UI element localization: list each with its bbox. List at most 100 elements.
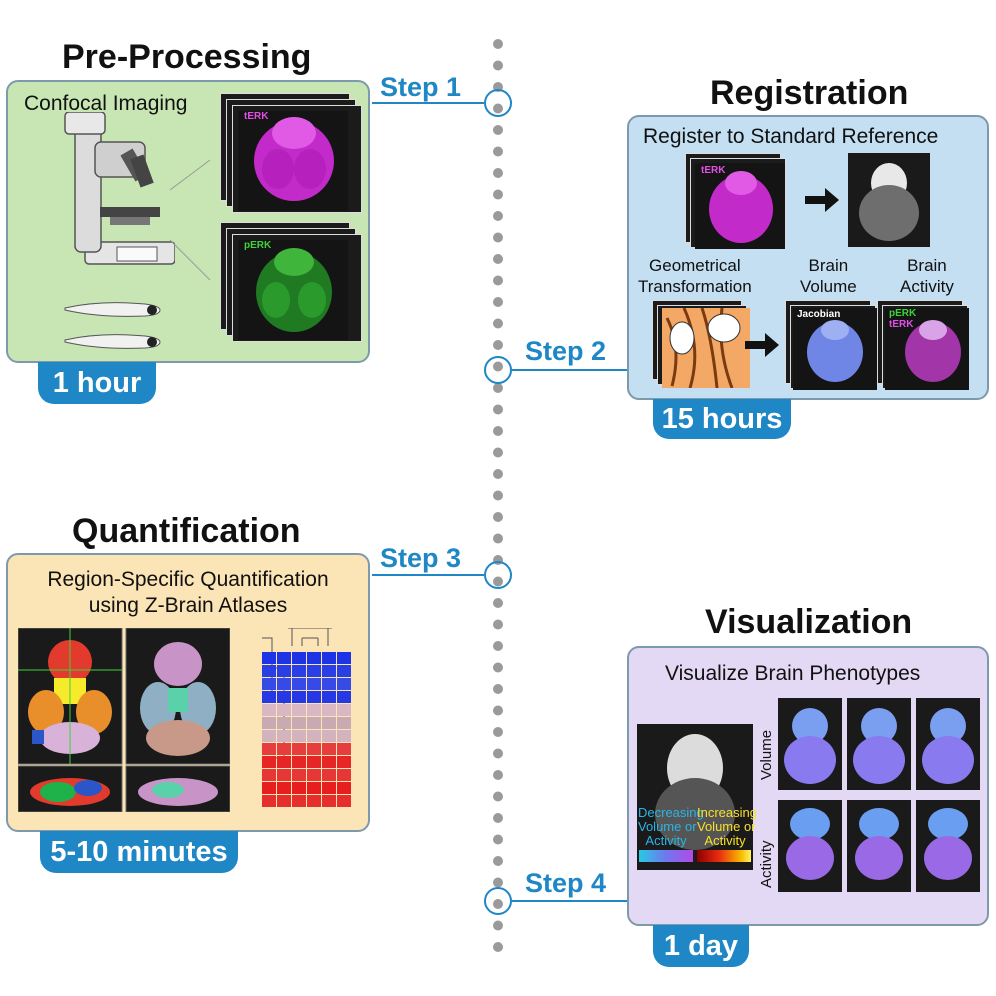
activity-row [778,800,980,892]
heatmap-cell [307,730,321,742]
timeline-dot [493,619,503,630]
heatmap-cell [262,678,276,690]
heatmap-cell [262,704,276,716]
perk-brain-image [238,240,348,340]
timeline-dot [493,39,503,49]
heatmap-cell [322,743,336,755]
step-4-label: Step 4 [525,868,607,898]
heatmap-cell [292,652,306,664]
registration-duration-badge: 15 hours [653,399,791,439]
timeline-dot [493,340,503,350]
registration-subtitle: Register to Standard Reference [643,125,939,148]
visualization-subtitle: Visualize Brain Phenotypes [665,662,921,685]
volume-row-label: Volume [758,729,775,780]
heatmap-cell [262,717,276,729]
arrow-right-icon [805,188,839,212]
heatmap-cell [277,743,291,755]
heatmap-cell [337,730,351,742]
heatmap-cell [307,665,321,677]
z-brain-atlas-images [18,628,230,812]
timeline-dot [493,512,503,522]
timeline-dot [493,877,503,888]
timeline-dot [493,383,503,393]
visualization-duration-badge: 1 day [653,925,749,967]
heatmap-cell [307,652,321,664]
quantification-duration-badge: 5-10 minutes [40,831,238,873]
step-3-label: Step 3 [380,543,462,573]
timeline-dot [493,705,503,716]
heatmap-cell [322,691,336,703]
step4-node [484,887,512,915]
reference-brain-legend-image [637,724,753,870]
timeline-dot [493,404,503,415]
overlay-perk-label: pERK [889,308,917,319]
timeline-dot [493,189,503,200]
heatmap-cell [262,691,276,703]
quantification-title: Quantification [72,512,301,550]
heatmap-cell [337,756,351,768]
overlay-terk-label: tERK [889,319,914,330]
timeline-dots [493,39,503,952]
activity-label: Brain Activity [900,256,954,296]
heatmap-cell [277,730,291,742]
timeline-dot [493,662,503,673]
heatmap-cell [322,717,336,729]
timeline-dot [493,533,503,544]
reference-brain-image [848,153,930,247]
heatmap-cell [292,704,306,716]
heatmap-cell [277,717,291,729]
heatmap-cell [307,717,321,729]
decreasing-colorbar [639,850,693,862]
timeline-dot [493,318,503,329]
heatmap-cell [337,782,351,794]
timeline-dot [493,684,503,694]
heatmap-cell [337,678,351,690]
registration-terk-image [695,163,785,249]
timeline-dot [493,920,503,931]
deformation-grid-image [662,308,750,388]
preprocessing-subtitle: Confocal Imaging [24,92,188,115]
heatmap-cell [337,795,351,807]
timeline-dot [493,426,503,436]
heatmap-cell [292,665,306,677]
heatmap-cell [262,665,276,677]
registration-title: Registration [710,74,909,112]
step1-node [484,89,512,117]
terk-label: tERK [244,111,269,122]
timeline-dot [493,60,503,71]
zoom-lines [170,159,211,281]
timeline-dot [493,297,503,307]
heatmap-cell [337,743,351,755]
timeline-dot [493,598,503,608]
heatmap-cell [322,782,336,794]
timeline-dot [493,856,503,866]
increasing-colorbar [697,850,751,862]
arrow-right-icon-2 [745,333,779,357]
heatmap-cell [322,652,336,664]
heatmap-cell [262,795,276,807]
timeline-dot [493,834,503,845]
overlay-image [885,308,969,390]
heatmap-cell [307,769,321,781]
heatmap-cell [322,704,336,716]
step-1-label: Step 1 [380,72,462,102]
heatmap-cell [262,769,276,781]
heatmap-cell [277,704,291,716]
heatmap-cell [292,717,306,729]
heatmap-cell [337,769,351,781]
timeline-dot [493,727,503,737]
timeline-dot [493,361,503,372]
heatmap-cell [307,743,321,755]
timeline-dot [493,211,503,221]
heatmap-cell [322,665,336,677]
heatmap-cell [337,665,351,677]
timeline-dot [493,168,503,178]
heatmap-cell [277,795,291,807]
microscope-icon [64,112,175,265]
heatmap-cell [292,678,306,690]
heatmap-cell [262,756,276,768]
heatmap-cell [307,678,321,690]
heatmap-cell [322,795,336,807]
activity-row-label: Activity [758,840,775,888]
